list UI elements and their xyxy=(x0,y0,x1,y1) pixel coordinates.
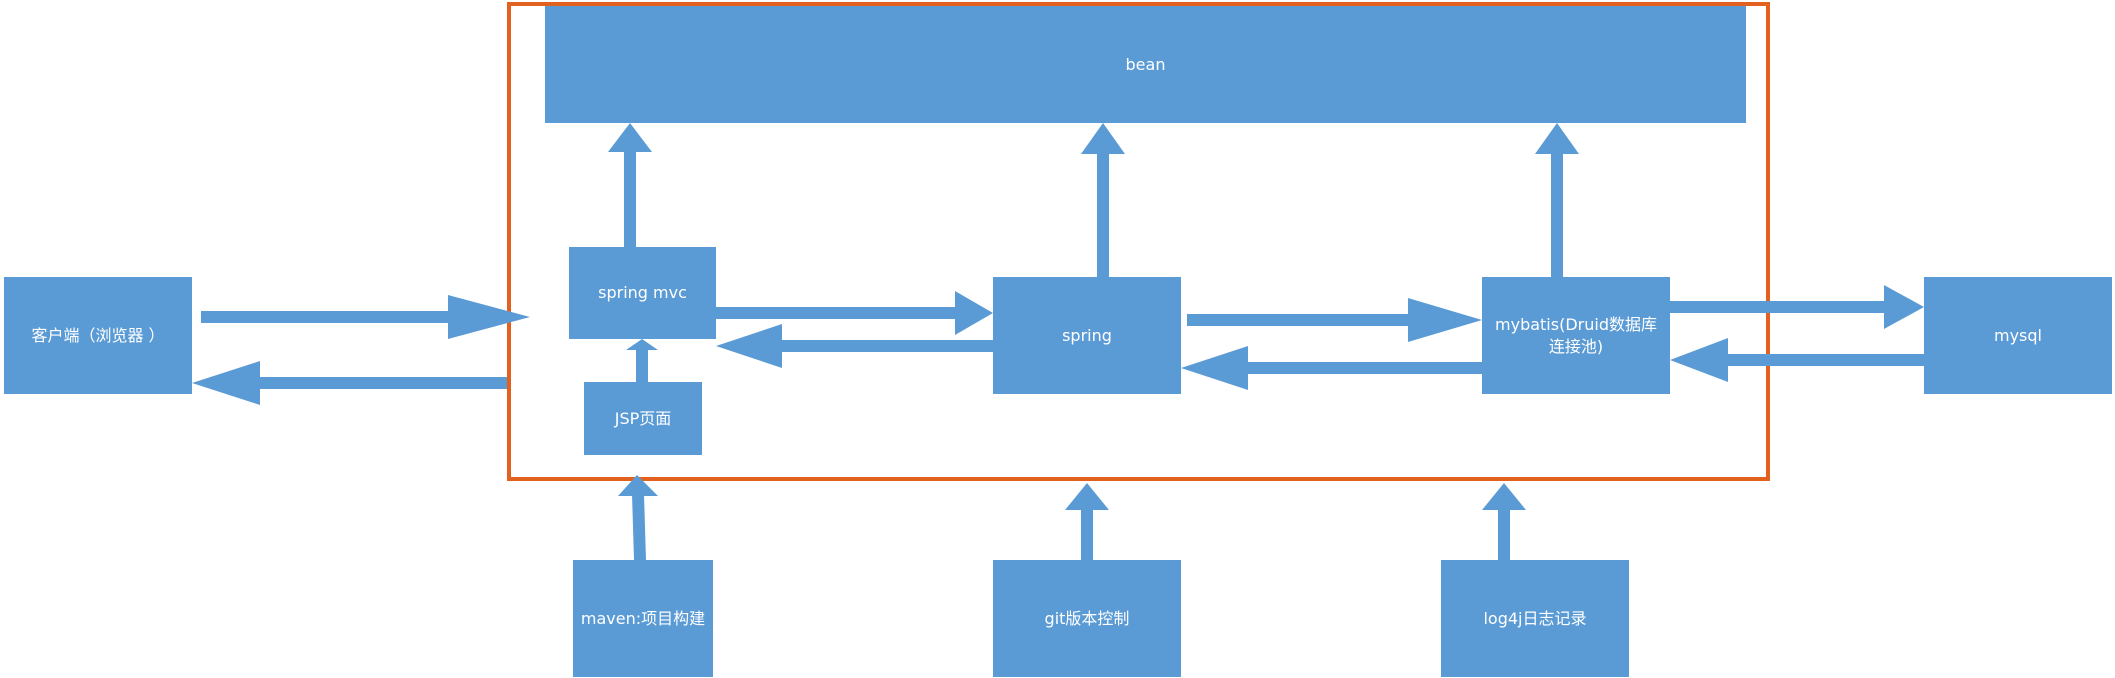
arrow-git-to-system xyxy=(1065,483,1109,560)
arrow-system-to-client xyxy=(192,361,507,405)
arrow-jsp-to-springmvc xyxy=(626,339,658,382)
log4j-node: log4j日志记录 xyxy=(1441,560,1629,677)
arrow-spring-to-springmvc xyxy=(716,324,993,368)
arrow-springmvc-to-spring xyxy=(716,291,993,335)
mysql-node: mysql xyxy=(1924,277,2112,394)
arrow-mybatis-to-mysql xyxy=(1670,285,1924,329)
client-label: 客户端（浏览器 ） xyxy=(31,325,165,345)
bean-label: bean xyxy=(1125,54,1166,74)
system-boundary-frame xyxy=(507,2,1770,481)
jsp-label: JSP页面 xyxy=(614,408,672,428)
arrow-spring-to-bean xyxy=(1081,123,1125,277)
arrow-client-to-system xyxy=(201,295,530,339)
arrow-mybatis-to-spring xyxy=(1181,346,1482,390)
arrow-springmvc-to-bean xyxy=(608,123,652,247)
bean-node: bean xyxy=(545,6,1746,123)
springmvc-node: spring mvc xyxy=(569,247,716,339)
mybatis-node: mybatis(Druid数据库连接池) xyxy=(1482,277,1670,394)
arrow-spring-to-mybatis xyxy=(1187,298,1482,342)
arrow-maven-to-system xyxy=(618,475,658,560)
maven-node: maven:项目构建 xyxy=(573,560,713,677)
git-label: git版本控制 xyxy=(1044,608,1130,628)
client-node: 客户端（浏览器 ） xyxy=(4,277,192,394)
mysql-label: mysql xyxy=(1994,325,2042,345)
spring-node: spring xyxy=(993,277,1181,394)
maven-label: maven:项目构建 xyxy=(580,608,706,628)
arrow-log4j-to-system xyxy=(1482,483,1526,560)
arrow-mysql-to-mybatis xyxy=(1670,338,1924,382)
mybatis-label: mybatis(Druid数据库连接池) xyxy=(1495,314,1657,356)
arrow-mybatis-to-bean xyxy=(1535,123,1579,277)
jsp-node: JSP页面 xyxy=(584,382,702,455)
git-node: git版本控制 xyxy=(993,560,1181,677)
springmvc-label: spring mvc xyxy=(598,283,687,302)
log4j-label: log4j日志记录 xyxy=(1483,608,1587,628)
spring-label: spring xyxy=(1062,325,1112,345)
